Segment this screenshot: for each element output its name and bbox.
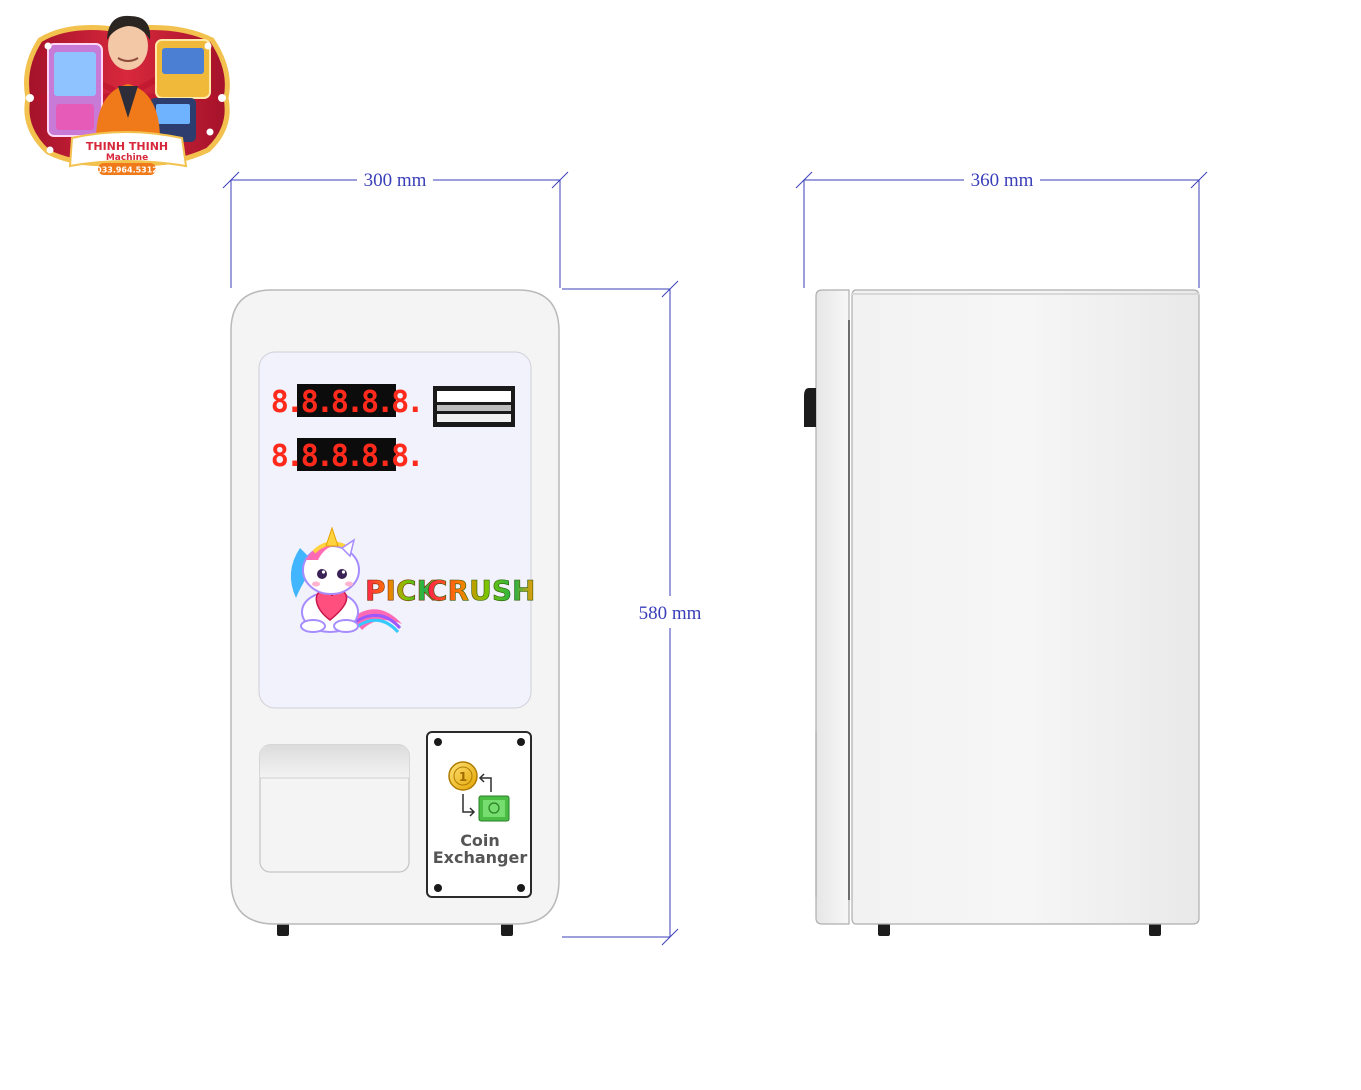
brand-logo: THINH THINH Machine 033.964.5312 [24,15,230,175]
banknote-icon [478,795,510,822]
coin-exchanger-label-line2: Exchanger [433,848,528,867]
height-dimension-label: 580 mm [639,603,702,624]
front-view: 8.8.8.8.8. 8.8.8.8.8. [230,289,560,936]
coin-output-tray[interactable] [259,744,410,873]
height-dimension [562,280,679,946]
coin-icon: 1 [448,761,478,791]
coin-digit: 1 [459,770,467,784]
credit-display-top-digits: 8.8.8.8.8. [271,385,422,420]
side-bill-acceptor [804,388,816,427]
depth-dimension-label: 360 mm [971,170,1034,191]
logo-name-line2: Machine [106,153,148,163]
coin-exchanger-label-line1: Coin [460,831,500,850]
brand-word-crush: CRUSH [427,574,535,607]
width-dimension-label: 300 mm [364,170,427,191]
bill-acceptor-slot[interactable] [433,386,515,427]
credit-display-top: 8.8.8.8.8. [271,384,424,420]
brand-word-pick: PICK [365,574,439,607]
logo-name-line1: THINH THINH [86,140,168,153]
logo-phone: 033.964.5312 [96,166,158,175]
credit-display-bottom: 8.8.8.8.8. [271,438,424,474]
width-dimension [222,171,569,288]
side-view [804,289,1200,936]
unicorn-mascot [290,526,402,634]
credit-display-bottom-digits: 8.8.8.8.8. [271,439,422,474]
exchange-arrows-icon [462,773,492,817]
depth-dimension [795,171,1208,288]
coin-exchanger-module: 1 Coin Exchanger [426,731,532,898]
